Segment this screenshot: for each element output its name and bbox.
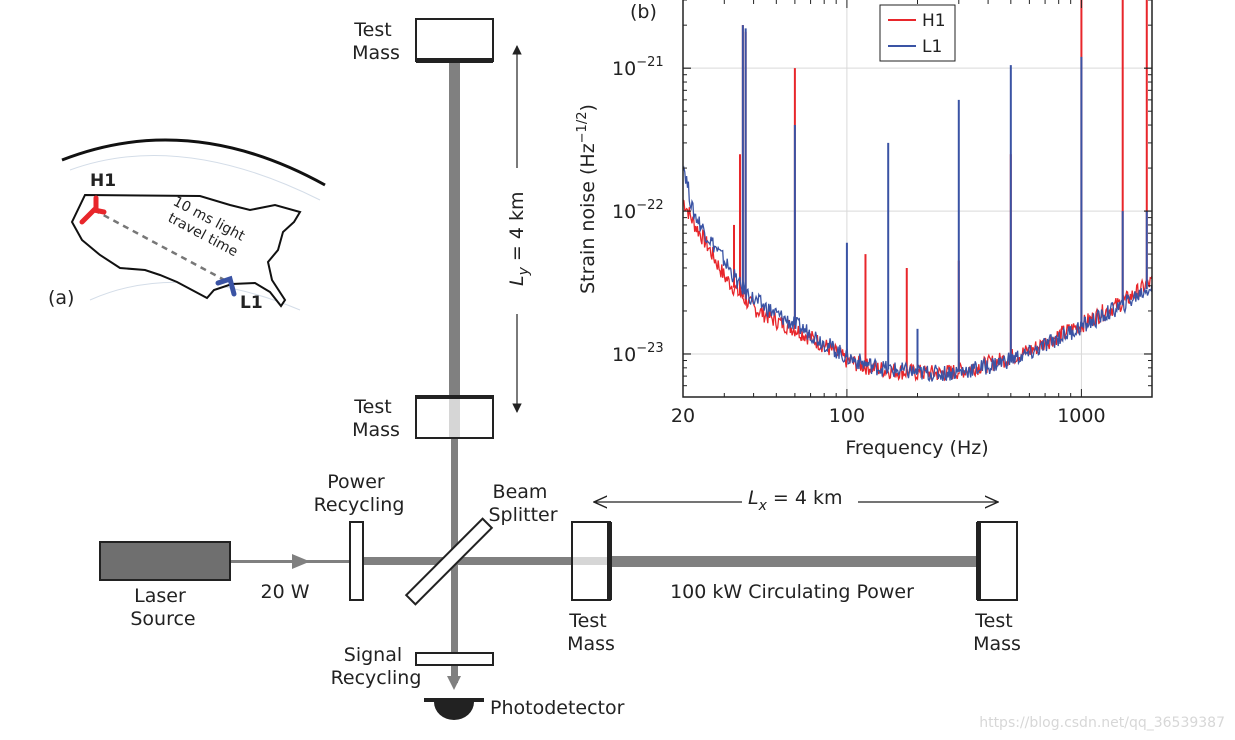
input-beam-arrow — [292, 554, 310, 569]
power-recycling-mirror — [349, 521, 364, 601]
light-travel-line — [93, 208, 231, 285]
map-inset: H1 L1 10 ms light travel time (a) — [48, 138, 326, 313]
legend-h1-label: H1 — [922, 11, 946, 31]
test-mass-x-far — [977, 521, 1018, 601]
interferometer-diagram: Ly = 4 km Lx = 4 km Test Mass Test Mass … — [99, 18, 1021, 720]
y-tick-label: 10−22 — [612, 198, 664, 223]
panel-a-label: (a) — [48, 287, 74, 309]
test-mass-y-near-coating — [416, 395, 493, 399]
globe-horizon — [61, 138, 326, 187]
chart-legend: H1 L1 — [879, 4, 956, 62]
beam-splitter — [404, 517, 494, 606]
test-mass-top-coating — [416, 58, 493, 63]
signal-recycling-mirror — [415, 652, 494, 666]
x-tick-label: 100 — [829, 405, 865, 427]
x-arm-beam-in-mass — [572, 557, 608, 565]
x-tick-labels: 20 100 1000 — [671, 405, 1106, 427]
series-line-l1 — [683, 165, 1152, 383]
photodetector-label: Photodetector — [490, 697, 625, 719]
ly-label: Ly = 4 km — [506, 191, 532, 286]
photodetector-arrow — [447, 676, 461, 690]
test-mass-x-near-coating — [607, 522, 612, 600]
circulating-power-label: 100 kW Circulating Power — [670, 581, 914, 603]
y-arm-beam — [449, 60, 460, 396]
x-tick-label: 20 — [671, 405, 695, 427]
lx-label: Lx = 4 km — [748, 487, 843, 514]
test-mass-top-label: Test Mass — [352, 19, 400, 64]
photodetector-icon — [424, 698, 484, 720]
test-mass-y-near-label: Test Mass — [352, 396, 400, 441]
y-arm-beam-in-mass — [449, 396, 460, 438]
panel-b-label: (b) — [630, 1, 657, 23]
test-mass-x-far-coating — [976, 522, 981, 600]
l1-map-label: L1 — [240, 293, 263, 313]
y-tick-label: 10−23 — [612, 341, 664, 366]
globe-latitude — [69, 154, 321, 201]
y-tick-label: 10−21 — [612, 55, 664, 80]
test-mass-top — [415, 18, 494, 62]
x-arm-beam-short — [364, 557, 572, 565]
signal-recycling-label: Signal Recycling — [331, 644, 422, 689]
strain-noise-chart: (b) 20 100 1000 10−21 10−22 10−23 Frequency … — [575, 0, 1153, 459]
l1-detector-marker — [215, 275, 237, 297]
x-axis-label: Frequency (Hz) — [845, 437, 988, 459]
x-tick-label: 1000 — [1057, 405, 1105, 427]
y-axis-label: Strain noise (Hz−1/2) — [575, 104, 599, 294]
watermark: https://blog.csdn.net/qq_36539387 — [979, 715, 1225, 731]
laser-source-box — [99, 541, 231, 581]
test-mass-x-near-label: Test Mass — [567, 610, 615, 655]
chart-traces — [683, 0, 1152, 383]
chart-ticks — [682, 0, 1153, 398]
x-arm-beam — [610, 556, 978, 567]
usa-outline — [70, 193, 302, 308]
legend-box — [879, 4, 956, 62]
power-recycling-label: Power Recycling — [314, 471, 405, 516]
h1-map-label: H1 — [90, 171, 116, 191]
input-beam — [230, 560, 350, 563]
test-mass-x-far-label: Test Mass — [973, 610, 1021, 655]
legend-l1-label: L1 — [922, 37, 942, 57]
beam-splitter-label: Beam Splitter — [488, 481, 557, 526]
laser-power-label: 20 W — [260, 581, 309, 603]
y-tick-labels: 10−21 10−22 10−23 — [612, 55, 664, 366]
laser-source-label: Laser Source — [130, 585, 195, 630]
